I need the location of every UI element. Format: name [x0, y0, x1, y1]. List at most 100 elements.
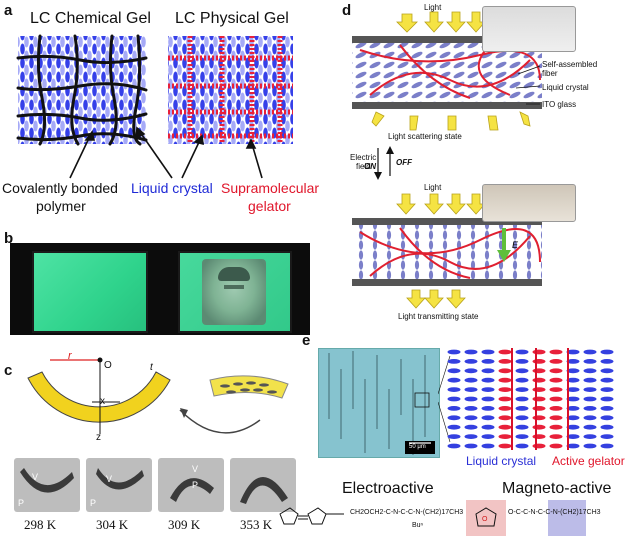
lc-molecule	[549, 443, 563, 449]
v-mark-3: V	[192, 464, 199, 474]
origin-label: O	[104, 360, 112, 371]
lc-molecule	[600, 368, 614, 374]
lc-molecule	[481, 377, 495, 383]
panel-a-schematic	[16, 34, 293, 179]
lc-molecule	[600, 387, 614, 392]
covalently-bonded-label: Covalently bonded	[2, 180, 118, 196]
lc-molecule	[498, 368, 512, 374]
lc-molecule	[549, 434, 563, 439]
p-mark-3: P	[192, 480, 199, 490]
lc-molecule	[583, 368, 597, 374]
lc-molecule	[549, 368, 563, 374]
film-photo-309k: V P	[158, 458, 224, 512]
lc-molecule	[549, 349, 563, 355]
panel-d-tag: d	[342, 2, 352, 19]
lc-molecule	[532, 368, 546, 374]
magneto-structure: O	[466, 500, 586, 536]
lc-molecule	[583, 434, 597, 439]
temp-298k: 298 K	[24, 517, 57, 532]
e-field-label: E	[512, 240, 519, 250]
lc-molecule	[498, 349, 512, 355]
lc-molecule	[532, 349, 546, 355]
x-axis-label: x	[100, 396, 105, 407]
lc-molecule	[515, 368, 529, 374]
lc-molecule	[464, 387, 478, 392]
svg-text:O: O	[482, 516, 488, 523]
lc-molecule	[515, 434, 529, 439]
panel-e-tag: e	[302, 332, 311, 349]
lc-molecule	[515, 349, 529, 355]
lc-molecule	[447, 443, 461, 449]
scale-bar-label: 50 μm	[409, 444, 426, 450]
lc-molecule	[498, 387, 512, 392]
lc-molecule	[481, 424, 495, 430]
lc-molecule	[583, 359, 597, 364]
p-mark-1: P	[18, 498, 25, 508]
green-cell-photo-on	[178, 251, 292, 333]
lc-molecule	[566, 415, 580, 421]
green-cell-photo-off	[32, 251, 148, 333]
temp-353k: 353 K	[240, 517, 273, 532]
light-label-mid: Light	[424, 183, 442, 192]
lc-molecule	[600, 377, 614, 383]
lc-molecule	[498, 396, 512, 402]
lc-molecule	[549, 377, 563, 383]
film-photo-304k: V P	[86, 458, 152, 512]
lc-physical-gel-title: LC Physical Gel	[175, 10, 289, 27]
lc-molecule	[566, 377, 580, 383]
lc-molecule	[549, 424, 563, 430]
active-gelator-label: Active gelator	[552, 454, 625, 468]
off-label: OFF	[396, 158, 412, 167]
lc-molecule	[515, 443, 529, 449]
on-label-visible: ON	[364, 162, 376, 171]
lc-molecule	[464, 415, 478, 421]
lc-molecule	[532, 396, 546, 402]
lc-molecule	[515, 359, 529, 364]
lc-molecule	[447, 396, 461, 402]
p-mark-2: P	[90, 498, 97, 508]
lc-molecule	[583, 415, 597, 421]
lc-molecule	[532, 387, 546, 392]
supramolecular-label: Supramolecular	[221, 180, 320, 196]
field-label: field	[356, 162, 371, 171]
lc-molecule	[566, 406, 580, 411]
lc-molecule	[447, 359, 461, 364]
lc-molecule	[481, 387, 495, 392]
lc-molecule	[549, 406, 563, 411]
lc-molecule	[566, 434, 580, 439]
lc-molecule	[532, 359, 546, 364]
electroactive-structure	[279, 507, 344, 525]
lc-molecule	[566, 443, 580, 449]
fiber-label-2: fiber	[542, 69, 558, 78]
lc-molecule	[481, 349, 495, 355]
lc-molecule	[498, 434, 512, 439]
lc-molecule	[583, 406, 597, 411]
v-mark-2: V	[106, 474, 113, 484]
lc-molecule	[549, 415, 563, 421]
lc-molecule	[532, 406, 546, 411]
lc-molecule	[481, 406, 495, 411]
lc-molecule	[600, 415, 614, 421]
lc-molecule	[549, 396, 563, 402]
lc-molecule	[447, 406, 461, 411]
lc-chemical-gel-title: LC Chemical Gel	[30, 10, 151, 27]
lc-molecule	[600, 406, 614, 411]
gelator-label: gelator	[248, 198, 291, 214]
lc-molecule	[515, 415, 529, 421]
lc-molecule	[566, 368, 580, 374]
lc-molecule	[600, 443, 614, 449]
panel-b-tag: b	[4, 230, 14, 247]
film-photo-298k: V P	[14, 458, 80, 512]
lc-molecule	[532, 443, 546, 449]
panel-c-tag: c	[4, 362, 13, 379]
liquid-crystal-label-e: Liquid crystal	[466, 454, 537, 468]
lc-molecule	[498, 443, 512, 449]
lc-molecule	[464, 359, 478, 364]
lc-molecule	[515, 387, 529, 392]
lc-molecule	[464, 406, 478, 411]
lc-molecule	[583, 387, 597, 392]
alignment-diagram	[438, 348, 614, 450]
lc-molecule	[447, 377, 461, 383]
lc-molecule	[481, 368, 495, 374]
lc-molecule	[464, 396, 478, 402]
